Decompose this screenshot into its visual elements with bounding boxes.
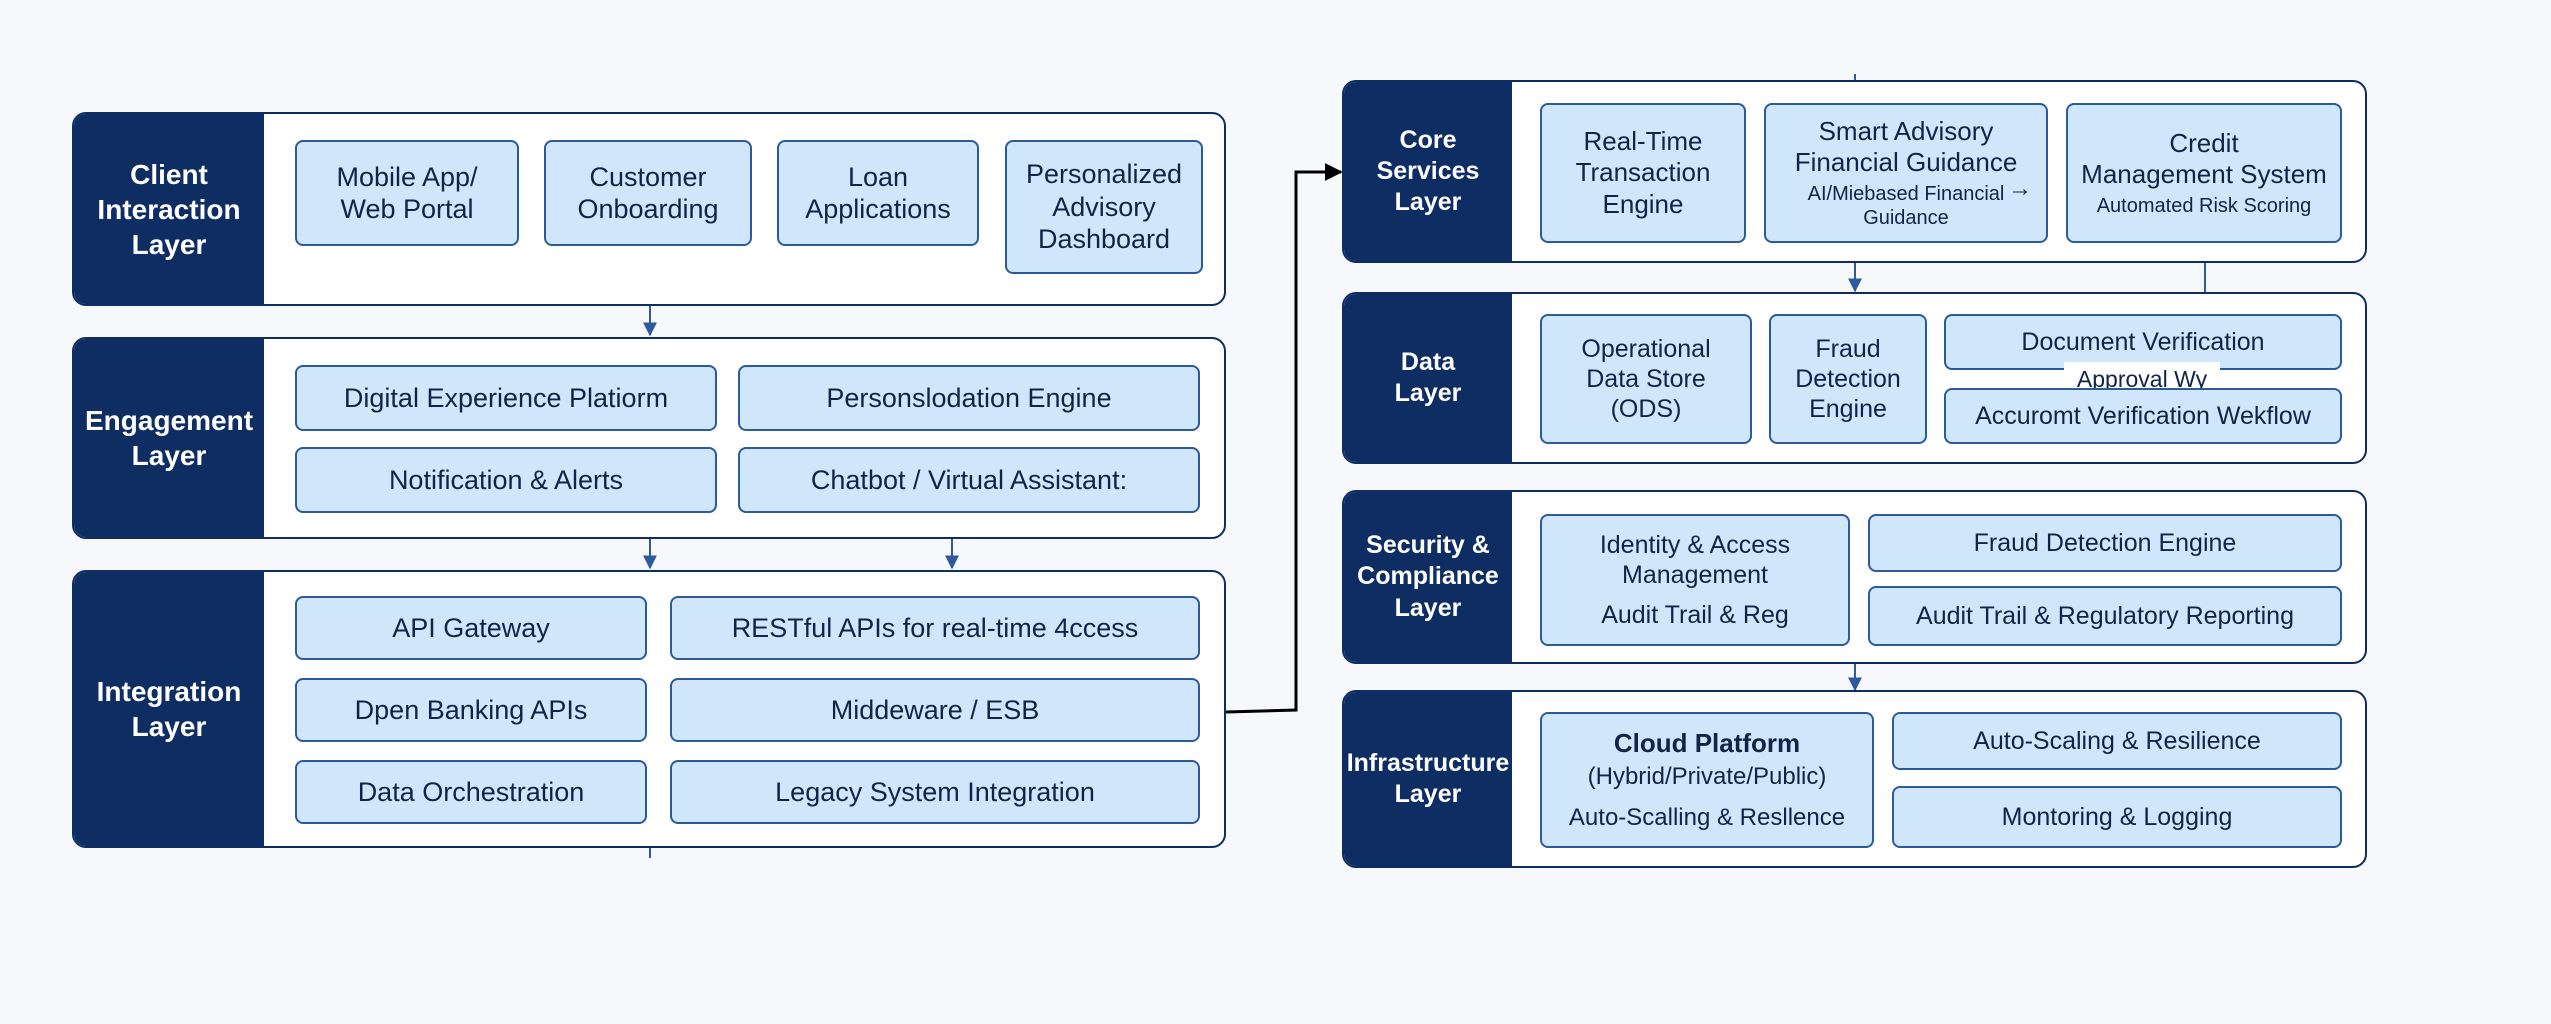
box-smart-advisory-title: Smart Advisory Financial Guidance bbox=[1794, 115, 2018, 177]
box-credit-management-subtitle: Automated Risk Scoring bbox=[2096, 195, 2312, 218]
box-monitoring-logging: Montoring & Logging bbox=[1892, 786, 2342, 848]
box-personalized-advisory-dashboard: Personalized Advisory Dashboard bbox=[1005, 140, 1203, 274]
box-identity-access-title: Identity & Access Management bbox=[1599, 531, 1791, 589]
layer-label-client-interaction: Client Interaction Layer bbox=[74, 114, 264, 304]
box-identity-access-management: Identity & Access Management Audit Trail… bbox=[1540, 514, 1850, 646]
box-credit-management-title: Credit Management System bbox=[2081, 127, 2327, 189]
box-auto-scaling-title: Auto-Scaling & Resilience bbox=[1973, 727, 2261, 755]
integration-layer: Integration Layer API Gateway RESTful AP… bbox=[72, 570, 1226, 848]
layer-label-security-compliance: Security & Compliance Layer bbox=[1344, 492, 1512, 662]
box-restful-apis: RESTful APIs for real-time 4ccess bbox=[670, 596, 1200, 660]
box-smart-advisory: Smart Advisory Financial Guidance AI/Mie… bbox=[1764, 103, 2048, 243]
security-compliance-layer: Security & Compliance Layer Identity & A… bbox=[1342, 490, 2367, 664]
layer-label-core-services: Core Services Layer bbox=[1344, 82, 1512, 261]
box-audit-trail-regulatory-reporting: Audit Trail & Regulatory Reporting bbox=[1868, 586, 2342, 646]
layer-label-infrastructure: Infrastructure Layer bbox=[1344, 692, 1512, 866]
box-customer-onboarding: Customer Onboarding bbox=[544, 140, 752, 246]
box-operational-data-store: Operational Data Store (ODS) bbox=[1540, 314, 1752, 444]
box-personalization-engine: Personslodation Engine bbox=[738, 365, 1200, 431]
data-layer: Data Layer Operational Data Store (ODS) … bbox=[1342, 292, 2367, 464]
box-fraud-detection-title: Fraud Detection Engine bbox=[1795, 335, 1901, 423]
arrow-right-icon: → bbox=[2008, 175, 2032, 202]
box-identity-access-subtitle: Audit Trail & Reg bbox=[1601, 601, 1789, 629]
client-interaction-layer: Client Interaction Layer Mobile App/ Web… bbox=[72, 112, 1226, 306]
box-fraud-detection-security-title: Fraud Detection Engine bbox=[1973, 529, 2237, 557]
box-real-time-transaction-engine-title: Real-Time Transaction Engine bbox=[1575, 126, 1711, 219]
box-auto-scaling-resilience: Auto-Scaling & Resilience bbox=[1892, 712, 2342, 770]
layer-label-engagement: Engagement Layer bbox=[74, 339, 264, 537]
box-document-verification: Document Verification bbox=[1944, 314, 2342, 370]
box-document-verification-title: Document Verification bbox=[2021, 328, 2265, 356]
box-fraud-detection-engine-security: Fraud Detection Engine bbox=[1868, 514, 2342, 572]
box-middleware-esb: Middeware / ESB bbox=[670, 678, 1200, 742]
box-fraud-detection-engine-data: Fraud Detection Engine bbox=[1769, 314, 1927, 444]
core-services-layer: Core Services Layer Real-Time Transactio… bbox=[1342, 80, 2367, 263]
box-open-banking-apis: Dpen Banking APIs bbox=[295, 678, 647, 742]
arrow-integration-to-core bbox=[1225, 163, 1343, 714]
box-credit-management-system: Credit Management System Automated Risk … bbox=[2066, 103, 2342, 243]
box-cloud-platform: Cloud Platform (Hybrid/Private/Public) A… bbox=[1540, 712, 1874, 848]
box-ods-title: Operational Data Store (ODS) bbox=[1581, 335, 1711, 423]
box-loan-applications: Loan Applications bbox=[777, 140, 979, 246]
engagement-layer: Engagement Layer Digital Experience Plat… bbox=[72, 337, 1226, 539]
layer-label-data: Data Layer bbox=[1344, 294, 1512, 462]
box-cloud-platform-title: Cloud Platform bbox=[1613, 727, 1801, 758]
box-monitoring-logging-title: Montoring & Logging bbox=[2001, 803, 2233, 831]
box-cloud-platform-subtitle: (Hybrid/Private/Public) bbox=[1587, 762, 1827, 790]
box-api-gateway: API Gateway bbox=[295, 596, 647, 660]
box-account-verification-workflow: Accuromt Verification Wekflow bbox=[1944, 388, 2342, 444]
layer-label-integration: Integration Layer bbox=[74, 572, 264, 846]
box-audit-trail-title: Audit Trail & Regulatory Reporting bbox=[1916, 602, 2294, 630]
box-digital-experience-platform: Digital Experience Platiorm bbox=[295, 365, 717, 431]
box-account-verification-title: Accuromt Verification Wekflow bbox=[1975, 402, 2311, 430]
box-cloud-platform-subtitle-2: Auto-Scalling & Resllence bbox=[1568, 803, 1846, 831]
box-chatbot-virtual-assistant: Chatbot / Virtual Assistant: bbox=[738, 447, 1200, 513]
infrastructure-layer: Infrastructure Layer Cloud Platform (Hyb… bbox=[1342, 690, 2367, 868]
box-legacy-system-integration: Legacy System Integration bbox=[670, 760, 1200, 824]
box-mobile-app-web-portal: Mobile App/ Web Portal bbox=[295, 140, 519, 246]
box-notification-alerts: Notification & Alerts bbox=[295, 447, 717, 513]
box-real-time-transaction-engine: Real-Time Transaction Engine bbox=[1540, 103, 1746, 243]
box-smart-advisory-subtitle: AI/Miebased Financial Guidance bbox=[1807, 183, 2005, 230]
box-data-orchestration: Data Orchestration bbox=[295, 760, 647, 824]
